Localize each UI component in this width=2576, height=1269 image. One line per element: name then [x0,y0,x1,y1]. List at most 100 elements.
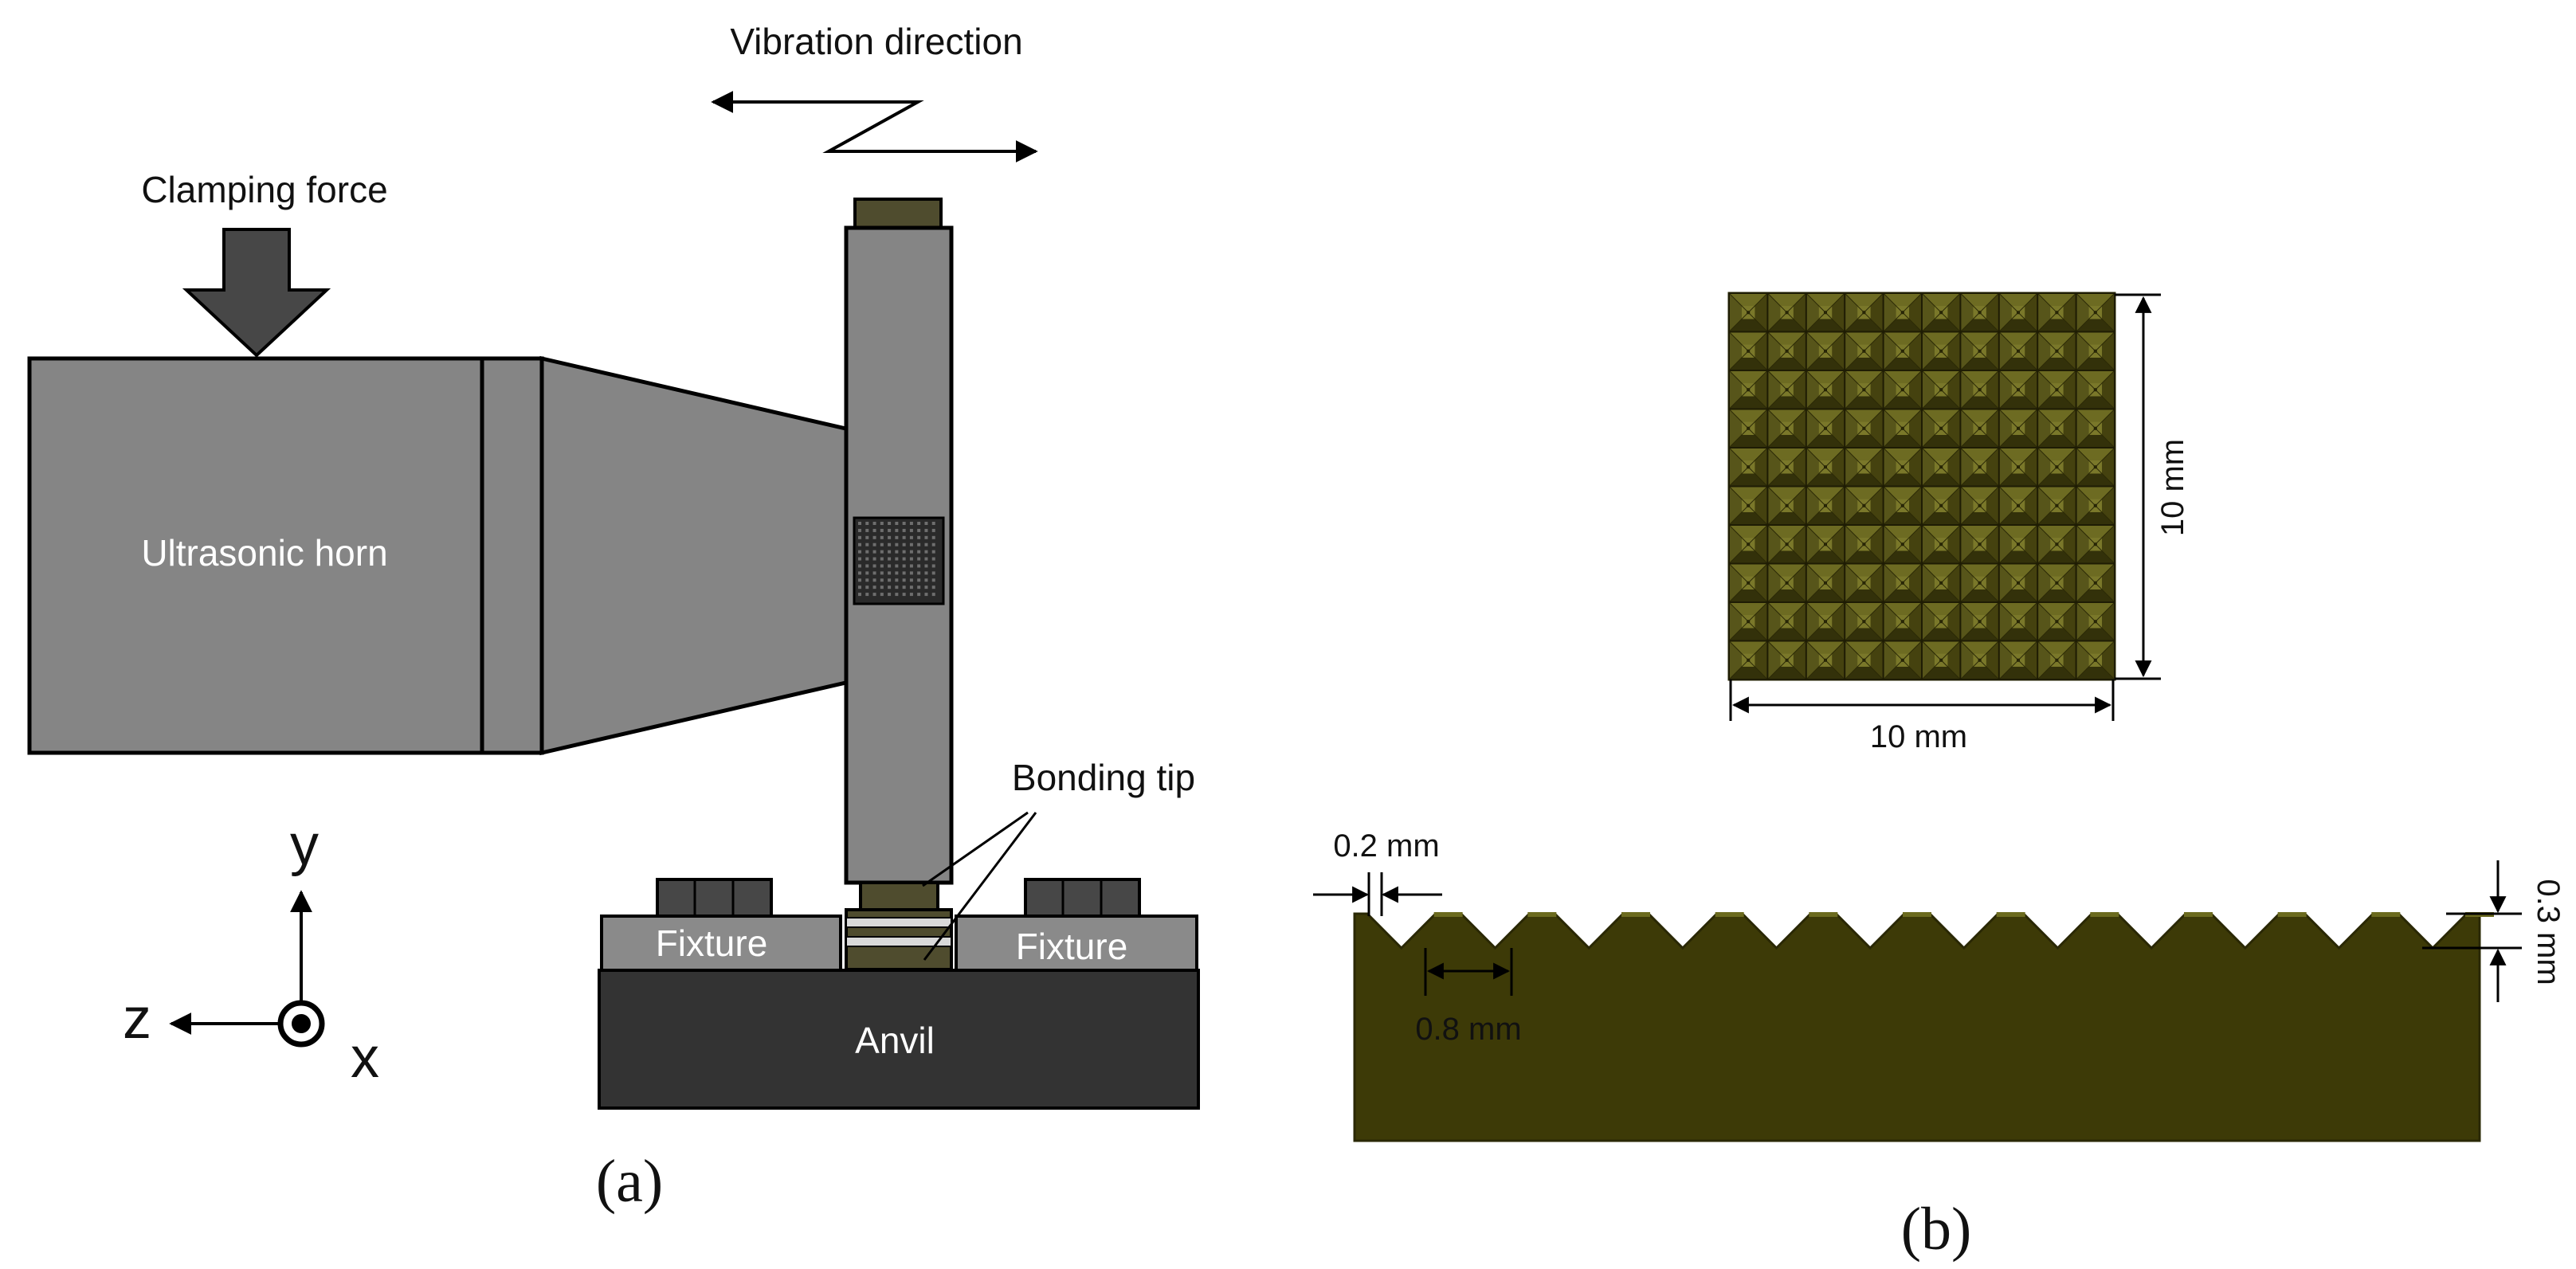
ultrasonic-horn-collar [480,356,544,755]
tip-pattern-dot [880,528,884,532]
tip-pattern-face [853,516,945,605]
ultrasonic-horn-taper [539,355,855,756]
pyramid-edge [1728,524,1768,564]
tip-pattern-dot [865,564,869,568]
tip-pattern-dot [902,528,906,532]
tip-pattern-dot [924,571,928,575]
pyramid-edge [1998,331,2038,371]
tip-side-profile [1353,912,2481,1142]
pyramid-edge [1728,563,1768,603]
tip-pattern-dot [924,542,928,546]
pyramid-edge [1883,370,1923,409]
pyramid-edge [1728,447,1768,487]
pyramid-edge [1728,409,1768,448]
pyramid-edge [1806,292,1845,332]
tooth-top-flats [1433,912,2494,917]
figure-b-caption: (b) [1901,1196,1972,1263]
pyramid-edge [2037,409,2076,448]
tip-pattern-dot [865,586,869,589]
tooth-top [1715,912,1744,917]
bonding-tip-label: Bonding tip [1012,757,1195,798]
pyramid-edge [1921,409,1961,448]
tip-pattern-dot [909,557,913,561]
tip-pattern-dot [888,586,892,589]
depth-dimension-label: 0.3 mm [2531,879,2566,985]
tip-pattern-dot [872,586,876,589]
tip-pattern-dot [909,593,913,597]
tip-pattern-dot [931,593,935,597]
tip-pattern-dot [865,578,869,582]
tip-pattern-dot [872,528,876,532]
pyramid-edge [1728,601,1768,641]
fixture-left-label: Fixture [656,922,768,964]
pyramid-edge [1844,486,1884,526]
pyramid-edge [1960,640,2000,680]
tip-pattern-dot [924,522,928,525]
pyramid-edge [2076,409,2115,448]
tip-pattern-dot [924,550,928,554]
tip-pattern-dot [888,528,892,532]
tip-pattern-dot [924,528,928,532]
tip-pattern-dot [880,593,884,597]
tip-pattern-dot [917,557,921,561]
tip-pattern-dot [917,564,921,568]
pyramid-edge [1998,409,2038,448]
tip-pattern-dot [895,557,899,561]
tip-pattern-dot [872,593,876,597]
tip-pattern-dot [858,528,861,532]
tip-pattern-dot [880,557,884,561]
bonding-tip-upper [859,881,939,911]
tip-pattern-dot [888,542,892,546]
tip-pattern-dot [858,550,861,554]
clamping-force-label: Clamping force [141,169,387,210]
tip-pattern-dot [924,557,928,561]
pyramid-edge [1921,331,1961,371]
tooth-top [2184,912,2213,917]
pyramid-edge [2076,331,2115,371]
tip-pattern-dot [895,578,899,582]
tip-pattern-dot [888,593,892,597]
figure-a-caption: (a) [596,1148,663,1215]
tip-pattern-dot [931,564,935,568]
pyramid-edge [1844,524,1884,564]
pyramid-edge [1883,640,1923,680]
pyramid-edge [1806,601,1845,641]
tip-pattern-dot [888,564,892,568]
tip-pattern-dot [895,550,899,554]
pyramid-edge [2076,486,2115,526]
pyramid-edge [1844,370,1884,409]
pyramid-edge [1883,563,1923,603]
tip-pattern-dot [872,578,876,582]
tip-pattern-dot [872,535,876,539]
tip-pattern-dot [895,542,899,546]
pyramid-edge [1767,331,1807,371]
tip-pattern-dot [931,571,935,575]
tooth-top [1903,912,1931,917]
tooth-top [1527,912,1557,917]
pyramid-edge [1767,447,1807,487]
pyramid-edge [1806,370,1845,409]
tip-pattern-dot [902,593,906,597]
tip-pattern-dot [880,571,884,575]
pyramid-edge [1767,563,1807,603]
tip-pattern-dot [917,535,921,539]
tip-pattern-dot [895,564,899,568]
tip-pattern-dot [865,557,869,561]
pyramid-edge [1998,563,2038,603]
tip-pattern-dot [872,557,876,561]
tip-pattern-dot [909,542,913,546]
pyramid-edge [2037,524,2076,564]
pyramid-edge [1844,640,1884,680]
pyramid-edge [1883,601,1923,641]
tip-pattern-dot [888,578,892,582]
vibration-direction-label: Vibration direction [730,21,1022,62]
pyramid-edge [1767,601,1807,641]
pyramid-edge [1998,292,2038,332]
pyramid-edge [2076,292,2115,332]
tip-pattern-dot [902,578,906,582]
tip-pattern-dot [880,586,884,589]
bonding-tip-pattern [853,516,945,605]
tip-pattern-dot [865,571,869,575]
tooth-top [2277,912,2307,917]
tip-pattern-dot [858,557,861,561]
